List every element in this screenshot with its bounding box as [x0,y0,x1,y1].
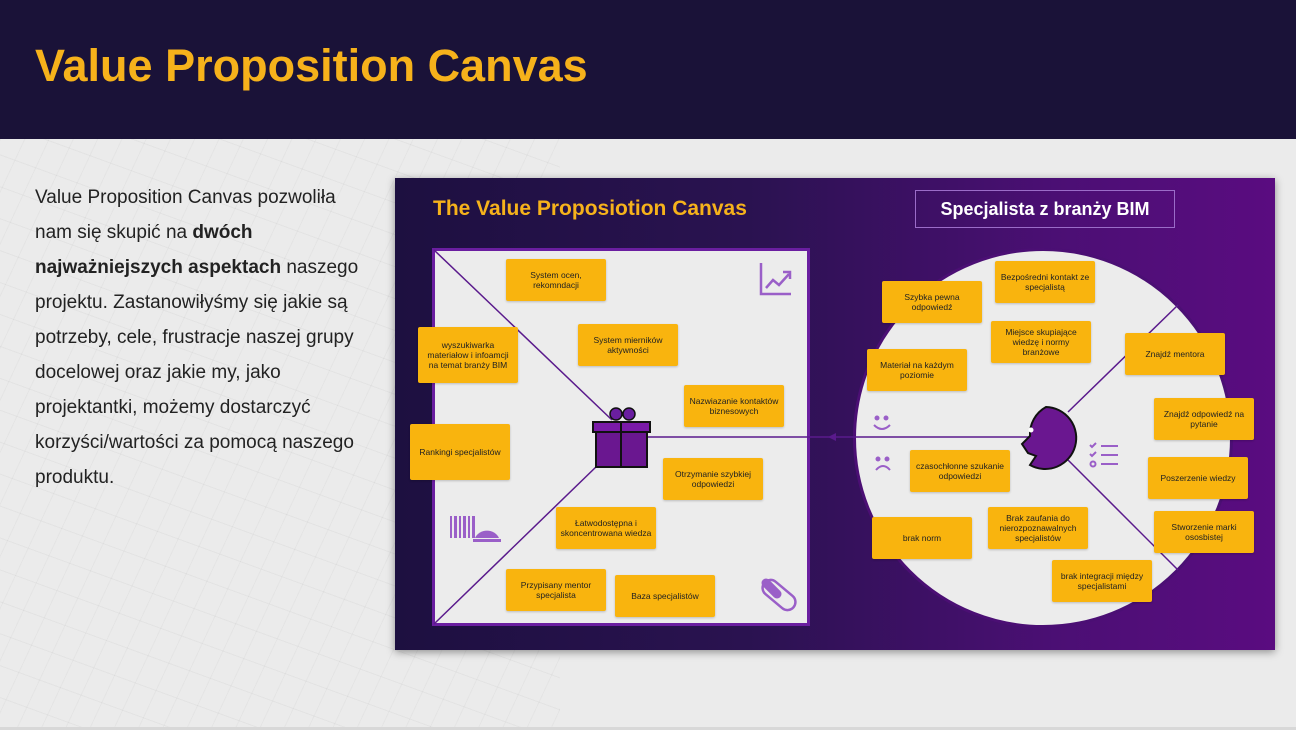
value-note: Przypisany mentor specjalista [506,569,606,611]
description-text-2: naszego projektu. Zastanowiłyśmy się jak… [35,257,359,488]
profile-note: czasochłonne szukanie odpowiedzi [910,450,1010,492]
persona-label: Specjalista z branży BIM [915,190,1175,228]
profile-note: Poszerzenie wiedzy [1148,457,1248,499]
profile-note: Szybka pewna odpowiedź [882,281,982,323]
profile-note: brak norm [872,517,972,559]
profile-note: Znajdź odpowiedź na pytanie [1154,398,1254,440]
profile-note: Materiał na każdym poziomie [867,349,967,391]
footer-divider [0,727,1296,730]
value-note: System ocen, rekomndacji [506,259,606,301]
header: Value Proposition Canvas [0,0,1296,139]
profile-note: brak integracji między specjalistami [1052,560,1152,602]
description: Value Proposition Canvas pozwoliła nam s… [35,180,365,495]
description-text: Value Proposition Canvas pozwoliła nam s… [35,187,336,243]
value-note: System mierników aktywności [578,324,678,366]
description-bold: dwóch najważniejszych aspektach [35,222,282,278]
value-note: wyszukiwarka materiałow i infoamcji na t… [418,327,518,383]
value-note: Baza specjalistów [615,575,715,617]
value-note: Rankingi specjalistów [410,424,510,480]
profile-note: Bezpośredni kontakt ze specjalistą [995,261,1095,303]
value-note: Łatwodostępna i skoncentrowana wiedza [556,507,656,549]
profile-note: Brak zaufania do nierozpoznawalnych spec… [988,507,1088,549]
value-note: Otrzymanie szybkiej odpowiedzi [663,458,763,500]
value-note: Nazwiazanie kontaktów biznesowych [684,385,784,427]
profile-note: Stworzenie marki ososbistej [1154,511,1254,553]
page-title: Value Proposition Canvas [35,40,588,91]
profile-note: Miejsce skupiające wiedzę i normy branżo… [991,321,1091,363]
profile-note: Znajdź mentora [1125,333,1225,375]
canvas-title: The Value Proposiotion Canvas [433,197,747,220]
